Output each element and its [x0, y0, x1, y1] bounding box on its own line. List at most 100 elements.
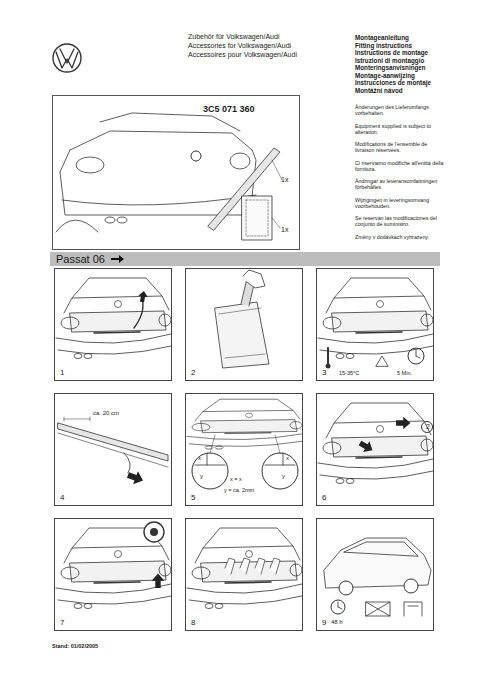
language-title: Montage-aanwijzing	[355, 72, 415, 80]
detail-circle	[144, 522, 164, 542]
pressing-hand	[255, 558, 265, 574]
bumper	[187, 584, 302, 593]
step-number: 4	[59, 493, 65, 502]
bumper	[187, 434, 302, 440]
badge	[377, 426, 384, 433]
trunk-lid	[64, 296, 169, 313]
step-number: 6	[321, 493, 327, 502]
step1-figure	[56, 278, 171, 359]
leader-line	[272, 160, 282, 180]
language-title: Montážní návod	[355, 87, 403, 95]
callout-text: x = x	[230, 476, 242, 482]
step-panel: 5xxyyx = xy = ca. 2mm	[185, 393, 303, 506]
disclaimer-note: Änderungen des Lieferumfangs vorbehalten…	[355, 104, 447, 117]
model-label: Passat 06	[56, 252, 105, 266]
callout-text: x	[198, 455, 201, 462]
parts-panel: 3C5 071 3601x1x	[52, 95, 300, 250]
badge	[377, 301, 384, 308]
exhaust	[84, 354, 92, 359]
trunk-opening	[332, 436, 428, 457]
badge	[115, 551, 122, 558]
overview-figure	[56, 113, 282, 240]
header-text: Zubehör für Volkswagen/Audi	[188, 33, 279, 41]
bag	[215, 302, 269, 368]
wheel-arch	[56, 220, 98, 232]
step-number: 9	[321, 618, 327, 627]
badge	[246, 551, 253, 558]
bumper	[318, 459, 433, 468]
rear-window	[334, 403, 424, 423]
callout-text: 48 h	[331, 619, 343, 626]
clock	[408, 348, 424, 364]
film-inner	[246, 200, 268, 236]
bumper	[56, 584, 171, 593]
part-number: 3C5 071 360	[203, 104, 255, 114]
strip-line	[94, 332, 140, 333]
step6-figure	[318, 403, 433, 484]
band-arrow	[111, 255, 124, 263]
bumper-lower	[58, 346, 171, 354]
tail-light	[159, 314, 171, 326]
strip-edge	[265, 453, 295, 465]
bumper-lower	[320, 471, 433, 479]
clock	[331, 600, 345, 614]
rear-window	[203, 399, 293, 411]
bumper-lower	[189, 596, 302, 604]
step4-figure	[58, 417, 168, 487]
film-peel	[124, 453, 130, 473]
exhaust	[336, 479, 344, 484]
step-number: 1	[59, 368, 65, 377]
vw-logo	[53, 44, 81, 72]
step-number: 8	[190, 618, 196, 627]
trunk-opening	[70, 561, 166, 582]
step-panel: 315-35°C5 Min.	[316, 268, 434, 381]
step8-figure	[187, 528, 302, 609]
step2-figure	[215, 270, 269, 368]
clock-hands	[338, 602, 342, 609]
trunk-lid	[326, 296, 431, 313]
badge	[191, 151, 201, 161]
arrow-symbol	[137, 290, 149, 303]
logo-v	[60, 49, 74, 63]
tail-light	[192, 423, 210, 430]
strip-pulled	[241, 278, 255, 306]
exhaust	[205, 446, 213, 449]
disclaimer-note: Modifications de l'ensemble de livraison…	[355, 141, 447, 154]
tail-light	[159, 564, 171, 576]
hand	[243, 270, 265, 288]
tail-light	[290, 422, 302, 429]
car-figure	[187, 399, 302, 449]
strip-line	[225, 432, 271, 434]
trunk-opening	[332, 311, 428, 332]
exhaust	[336, 354, 344, 359]
language-title: Instructions de montage	[355, 49, 428, 57]
dimension-line	[64, 417, 90, 421]
step9-figure	[324, 538, 431, 616]
disclaimer-note: Ändringar av leveransomfattningen förbeh…	[355, 178, 447, 191]
bumper-lower	[320, 346, 433, 354]
trunk-lid	[326, 421, 431, 438]
exhaust	[117, 217, 127, 223]
tail-light	[61, 567, 79, 579]
tail-light	[192, 567, 210, 579]
bumper	[318, 334, 433, 343]
callout-text: 5 Min.	[397, 370, 412, 376]
rear-window	[334, 278, 424, 298]
step3-figure	[318, 278, 433, 369]
detail-circle	[150, 528, 158, 536]
callout-text: y = ca. 2mm	[224, 487, 254, 493]
thermometer	[327, 348, 329, 364]
step7-figure	[56, 522, 171, 609]
arrow-symbol	[396, 417, 410, 430]
header-text: Accessories for Volkswagen/Audi	[188, 42, 291, 50]
badge	[115, 301, 122, 308]
disclaimer-note: Změny v dodávkách vyhrazeny.	[355, 234, 447, 240]
disclaimer-note: Se reservan las modificaciones del conju…	[355, 215, 447, 228]
callout-text: ca. 20 cm	[93, 410, 119, 417]
bag-crease	[219, 308, 265, 358]
strip-line	[225, 582, 271, 583]
tail-light	[323, 442, 341, 454]
step-panel: 4 ca. 20 cm	[54, 393, 172, 506]
car-body	[324, 538, 431, 588]
